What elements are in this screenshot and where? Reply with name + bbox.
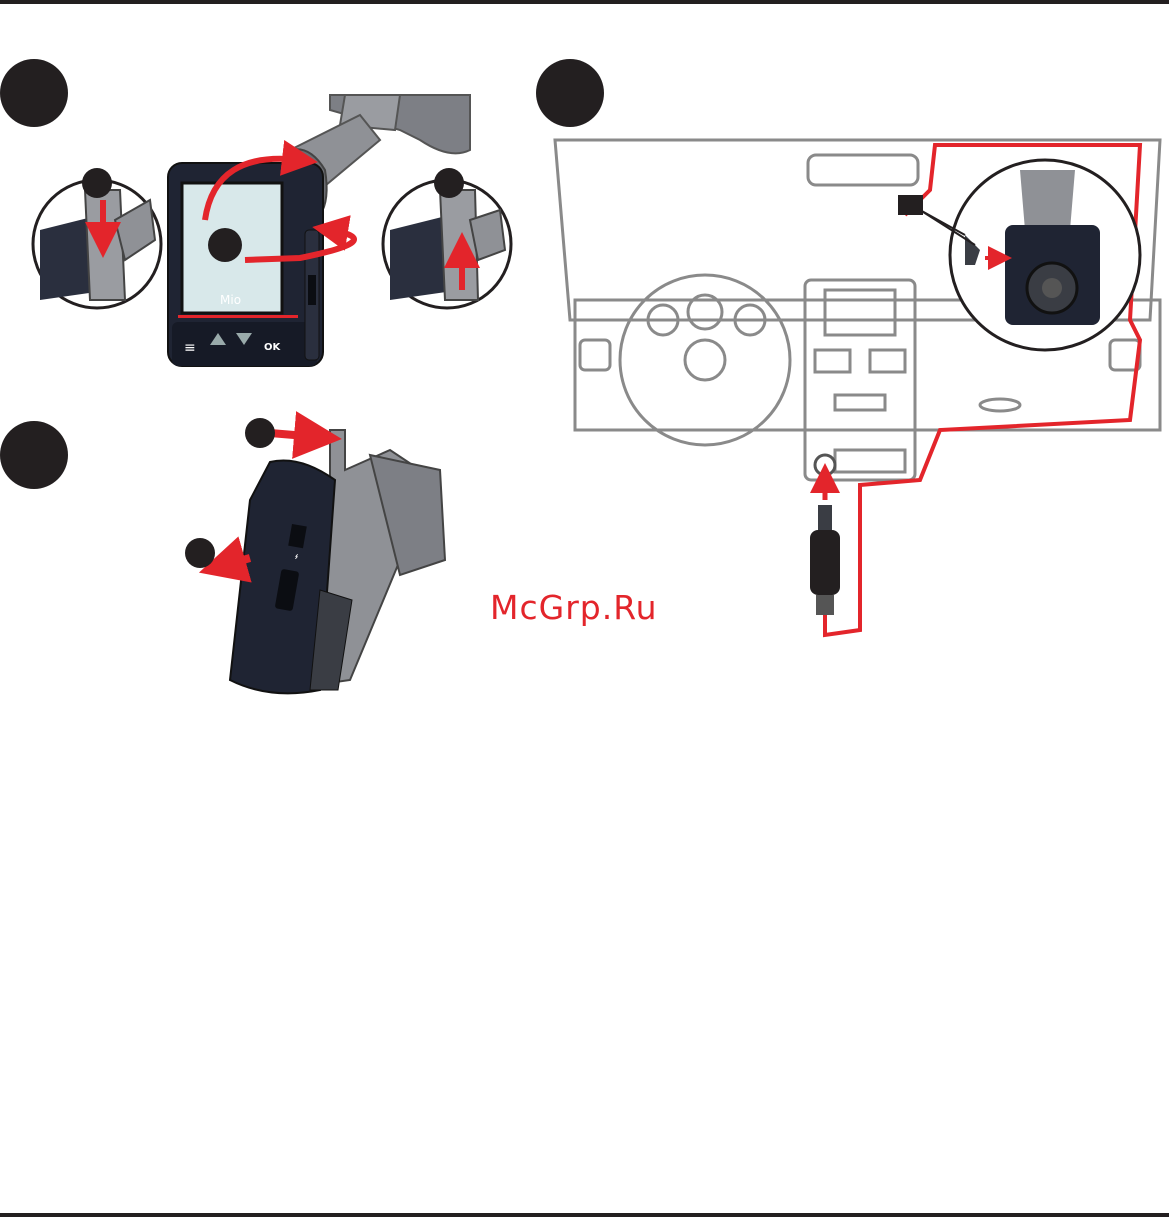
step-sub-bullet-icon — [208, 228, 242, 262]
step-1-panel: Mio ≡ OK — [0, 59, 511, 366]
step-sub-bullet-icon — [434, 168, 464, 198]
step-2-panel: ⌁ — [0, 418, 445, 693]
bottom-rule — [0, 1213, 1169, 1217]
device-menu-label: ≡ — [184, 340, 196, 356]
push-arrow-icon — [270, 433, 318, 437]
watermark-text: McGrp.Ru — [490, 588, 658, 627]
device-brand-logo: Mio — [220, 293, 241, 307]
step-bullet-icon — [0, 421, 68, 489]
dashcam-front: Mio ≡ OK — [168, 163, 323, 366]
power-socket — [815, 455, 835, 475]
step-bullet-icon — [536, 59, 604, 127]
car-charger-icon — [810, 505, 840, 615]
detail-magnifier-right — [383, 168, 511, 308]
step-sub-bullet-icon — [245, 418, 275, 448]
step-sub-bullet-icon — [82, 168, 112, 198]
step-sub-bullet-icon — [185, 538, 215, 568]
device-ok-label: OK — [264, 342, 282, 353]
mini-usb-plug — [898, 195, 923, 215]
step-bullet-icon — [0, 59, 68, 127]
step-3-panel — [536, 59, 1160, 635]
detail-magnifier-left — [33, 168, 161, 308]
